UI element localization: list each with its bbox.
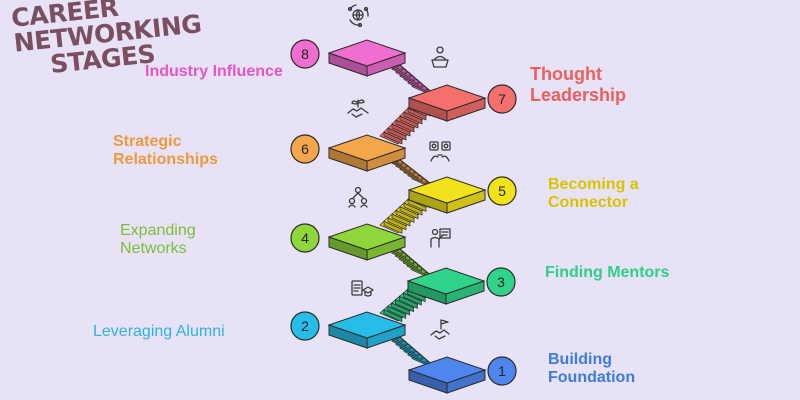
stage-1-label-line-1: Building xyxy=(548,351,612,368)
handshake-plant-icon xyxy=(347,99,369,118)
stage-7-label-line-2: Leadership xyxy=(530,85,627,105)
stage-4-badge: 4 xyxy=(290,223,320,253)
stage-6-label-line-1: Strategic xyxy=(113,133,182,150)
stage-1-label: Building Foundation xyxy=(548,351,635,387)
stage-1-label-line-2: Foundation xyxy=(548,369,636,386)
platform-top xyxy=(327,311,407,339)
stage-7-label-line-1: Thought xyxy=(530,64,602,84)
platform-top xyxy=(407,176,487,204)
stage-5-label-line-1: Becoming a xyxy=(548,176,639,193)
stage-8-badge: 8 xyxy=(290,39,320,69)
stage-7-label: Thought Leadership xyxy=(530,64,626,106)
stage-8-label: Industry Influence xyxy=(145,63,283,81)
stage-6-badge: 6 xyxy=(290,134,320,164)
stage-7-number: 7 xyxy=(498,91,506,107)
platform-top xyxy=(327,134,407,162)
stage-4-platform xyxy=(327,223,407,261)
connector-people-icon xyxy=(429,141,451,162)
platform-top xyxy=(406,267,486,295)
badge-circle xyxy=(487,84,517,114)
platform-top xyxy=(327,223,407,251)
stage-7-platform xyxy=(407,84,487,122)
badge-circle xyxy=(290,39,320,69)
stage-8-platform xyxy=(327,39,407,77)
stage-4-number: 4 xyxy=(301,230,309,246)
stage-5-badge: 5 xyxy=(487,176,517,206)
stage-1-badge: 1 xyxy=(487,356,517,386)
badge-circle xyxy=(290,134,320,164)
speaker-podium-icon xyxy=(431,46,449,68)
stage-8-label-line-1: Industry Influence xyxy=(145,63,283,80)
stage-5-label-line-2: Connector xyxy=(548,194,628,211)
stage-7-badge: 7 xyxy=(487,84,517,114)
stage-3-badge: 3 xyxy=(486,267,516,297)
platform-top xyxy=(327,39,407,67)
stage-5-number: 5 xyxy=(498,183,506,199)
stage-3-platform xyxy=(406,267,486,305)
stage-2-badge: 2 xyxy=(290,311,320,341)
stage-4-label-line-1: Expanding xyxy=(120,222,196,239)
graduation-id-icon xyxy=(351,280,374,297)
stage-5-platform xyxy=(407,176,487,214)
stage-3-label: Finding Mentors xyxy=(545,264,669,282)
network-people-icon xyxy=(348,186,368,208)
badge-circle xyxy=(486,267,516,297)
badge-circle xyxy=(487,356,517,386)
platform-top xyxy=(407,356,487,384)
stage-2-label-line-1: Leveraging Alumni xyxy=(93,323,225,340)
global-influence-icon xyxy=(347,4,369,28)
stage-2-number: 2 xyxy=(301,318,309,334)
stage-2-platform xyxy=(327,311,407,349)
stage-6-label-line-2: Relationships xyxy=(113,151,218,168)
badge-circle xyxy=(487,176,517,206)
stage-3-number: 3 xyxy=(497,274,505,290)
stage-1-platform xyxy=(407,356,487,394)
stage-6-platform xyxy=(327,134,407,172)
handshake-flag-icon xyxy=(430,319,450,340)
badge-circle xyxy=(290,311,320,341)
stage-8-number: 8 xyxy=(301,46,309,62)
stage-2-label: Leveraging Alumni xyxy=(93,323,225,341)
badge-circle xyxy=(290,223,320,253)
stage-4-label-line-2: Networks xyxy=(120,240,187,257)
stage-1-number: 1 xyxy=(498,363,506,379)
stage-5-label: Becoming a Connector xyxy=(548,176,639,212)
stage-3-label-line-1: Finding Mentors xyxy=(545,264,670,281)
stage-6-label: Strategic Relationships xyxy=(113,133,218,169)
mentor-board-icon xyxy=(430,228,451,248)
platform-top xyxy=(407,84,487,112)
stage-4-label: Expanding Networks xyxy=(120,222,196,258)
stage-6-number: 6 xyxy=(301,141,309,157)
